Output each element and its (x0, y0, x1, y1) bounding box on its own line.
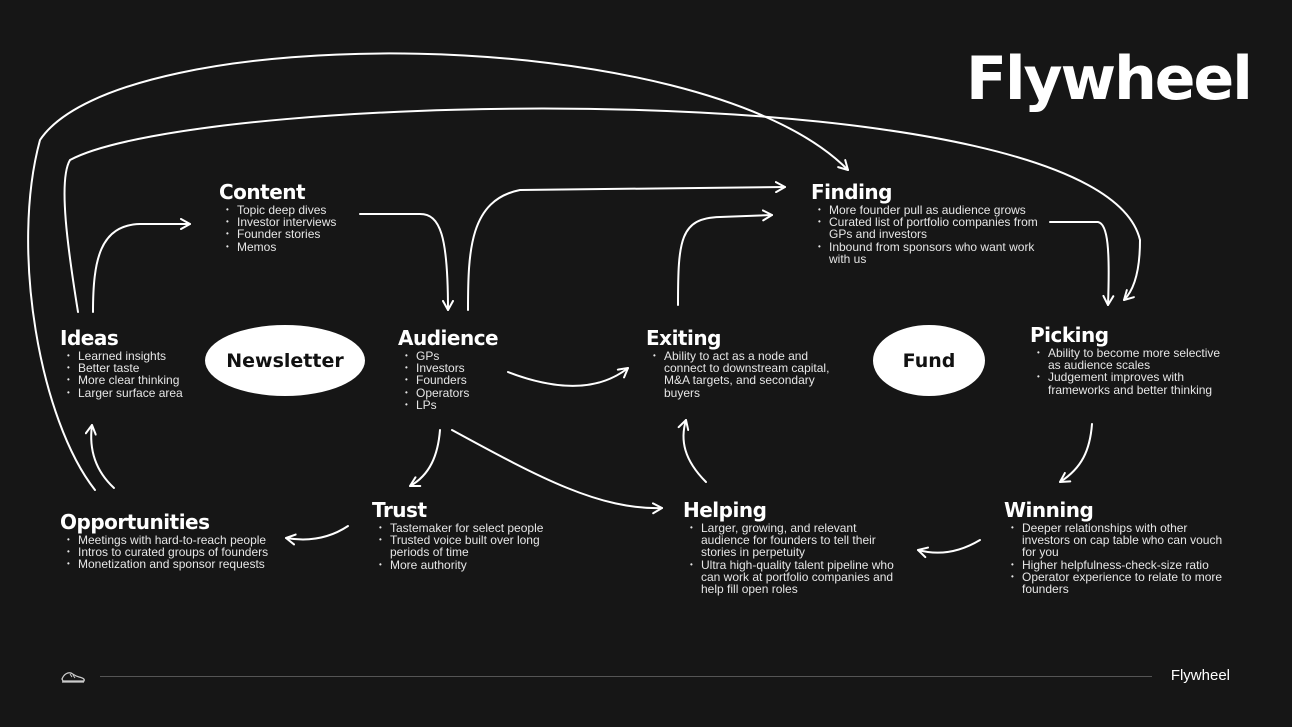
node-winning: Winning Deeper relationships with other … (1004, 498, 1229, 595)
node-exiting: Exiting Ability to act as a node and con… (646, 326, 846, 399)
arrow-content-to-audience (359, 213, 454, 311)
list-item: Founders (405, 374, 518, 386)
page-title: Flywheel (966, 44, 1253, 114)
arrow-helping-to-exiting (677, 419, 707, 483)
list-item: Tastemaker for select people (379, 522, 562, 534)
node-title: Picking (1030, 323, 1109, 347)
list-item: Intros to curated groups of founders (67, 546, 290, 558)
list-item: Meetings with hard-to-reach people (67, 534, 290, 546)
list-item: Ability to act as a node and connect to … (653, 350, 846, 399)
list-item: Inbound from sponsors who want work with… (818, 240, 1051, 265)
list-item: Trusted voice built over long periods of… (379, 534, 562, 559)
arrow-audience-to-trust (409, 429, 441, 488)
node-title: Audience (398, 326, 499, 350)
list-item: Operators (405, 386, 518, 398)
list-item: Memos (226, 240, 399, 252)
arrow-audience-to-finding (467, 181, 786, 311)
list-item: Better taste (67, 362, 210, 374)
node-title: Finding (811, 180, 892, 204)
footer-divider (100, 676, 1152, 677)
node-finding: Finding More founder pull as audience gr… (811, 180, 1051, 265)
list-item: Operator experience to relate to more fo… (1011, 571, 1229, 596)
node-title: Exiting (646, 326, 721, 350)
arrow-audience-to-exiting (507, 367, 629, 387)
shoe-logo-icon (60, 668, 86, 689)
node-title: Ideas (60, 326, 119, 350)
list-item: Ability to become more selective as audi… (1037, 347, 1230, 372)
list-item: Learned insights (67, 350, 210, 362)
arrow-opportunities-to-finding (27, 52, 849, 491)
list-item: Monetization and sponsor requests (67, 558, 290, 570)
node-ideas: Ideas Learned insights Better taste More… (60, 326, 210, 399)
node-opportunities: Opportunities Meetings with hard-to-reac… (60, 510, 290, 571)
arrow-audience-to-helping (451, 429, 663, 515)
list-item: Deeper relationships with other investor… (1011, 522, 1229, 559)
node-title: Winning (1004, 498, 1094, 522)
list-item: Topic deep dives (226, 204, 399, 216)
list-item: More founder pull as audience grows (818, 204, 1051, 216)
node-title: Content (219, 180, 306, 204)
node-title: Opportunities (60, 510, 210, 534)
list-item: Larger surface area (67, 386, 210, 398)
newsletter-oval: Newsletter (205, 325, 365, 396)
arrow-ideas-to-picking (63, 107, 1142, 313)
list-item: Founder stories (226, 228, 399, 240)
fund-oval: Fund (873, 325, 985, 396)
arrow-ideas-to-content (92, 218, 191, 313)
list-item: GPs (405, 350, 518, 362)
node-helping: Helping Larger, growing, and relevant au… (683, 498, 898, 595)
node-audience: Audience GPs Investors Founders Operator… (398, 326, 518, 411)
list-item: Investor interviews (226, 216, 399, 228)
list-item: Larger, growing, and relevant audience f… (690, 522, 898, 559)
arrow-opportunities-to-ideas (84, 424, 115, 489)
arrow-picking-to-winning (1059, 423, 1093, 483)
arrow-winning-to-helping (917, 539, 981, 559)
arrow-exiting-to-finding (677, 209, 773, 306)
list-item: Curated list of portfolio companies from… (818, 216, 1051, 241)
arrow-finding-to-picking (1049, 221, 1115, 306)
node-content: Content Topic deep dives Investor interv… (219, 180, 399, 253)
list-item: More clear thinking (67, 374, 210, 386)
footer-brand: Flywheel (1170, 667, 1230, 684)
node-title: Trust (372, 498, 427, 522)
node-title: Helping (683, 498, 767, 522)
arrow-trust-to-opportunities (285, 525, 349, 546)
list-item: Ultra high-quality talent pipeline who c… (690, 559, 898, 596)
list-item: Investors (405, 362, 518, 374)
list-item: LPs (405, 399, 518, 411)
node-picking: Picking Ability to become more selective… (1030, 323, 1230, 396)
list-item: More authority (379, 558, 562, 570)
node-trust: Trust Tastemaker for select people Trust… (372, 498, 562, 571)
list-item: Higher helpfulness-check-size ratio (1011, 558, 1229, 570)
list-item: Judgement improves with frameworks and b… (1037, 371, 1230, 396)
